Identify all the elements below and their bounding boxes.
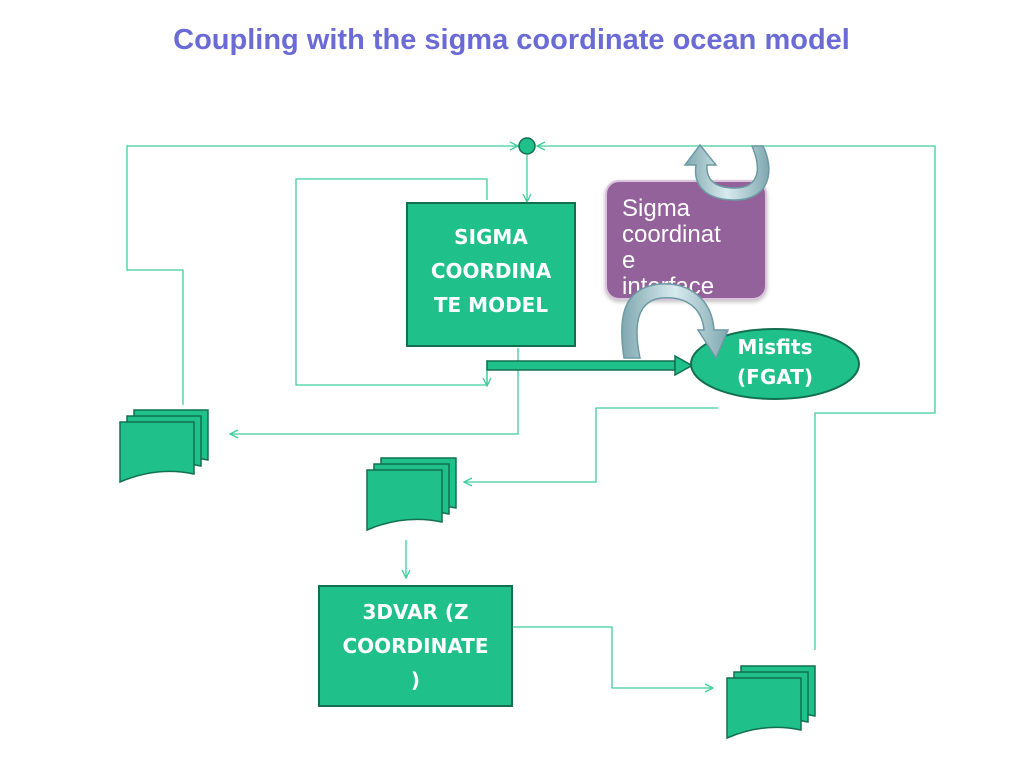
3dvar-to-doc3 bbox=[513, 626, 713, 688]
right-outer-loop bbox=[537, 146, 936, 650]
document-stack-middle bbox=[366, 457, 457, 532]
misfits-to-doc2 bbox=[464, 407, 718, 482]
misfits-ellipse bbox=[690, 328, 860, 400]
model-to-doc1 bbox=[230, 348, 519, 434]
3dvar-box: 3DVAR (Z COORDINATE ) bbox=[318, 585, 513, 707]
left-outer-loop bbox=[126, 146, 518, 405]
connector-lines bbox=[126, 146, 936, 688]
sigma-interface-label: Sigma coordinat e interface bbox=[622, 195, 721, 300]
misfits-label: Misfits (FGAT) bbox=[737, 335, 813, 389]
page-title: Coupling with the sigma coordinate ocean… bbox=[173, 24, 850, 56]
model-to-misfits-arrow bbox=[486, 354, 694, 377]
sigma-model-box: SIGMA COORDINA TE MODEL bbox=[406, 202, 576, 347]
document-stack-left bbox=[119, 409, 209, 484]
junction-node bbox=[518, 137, 536, 155]
document-stack-right bbox=[726, 665, 816, 740]
